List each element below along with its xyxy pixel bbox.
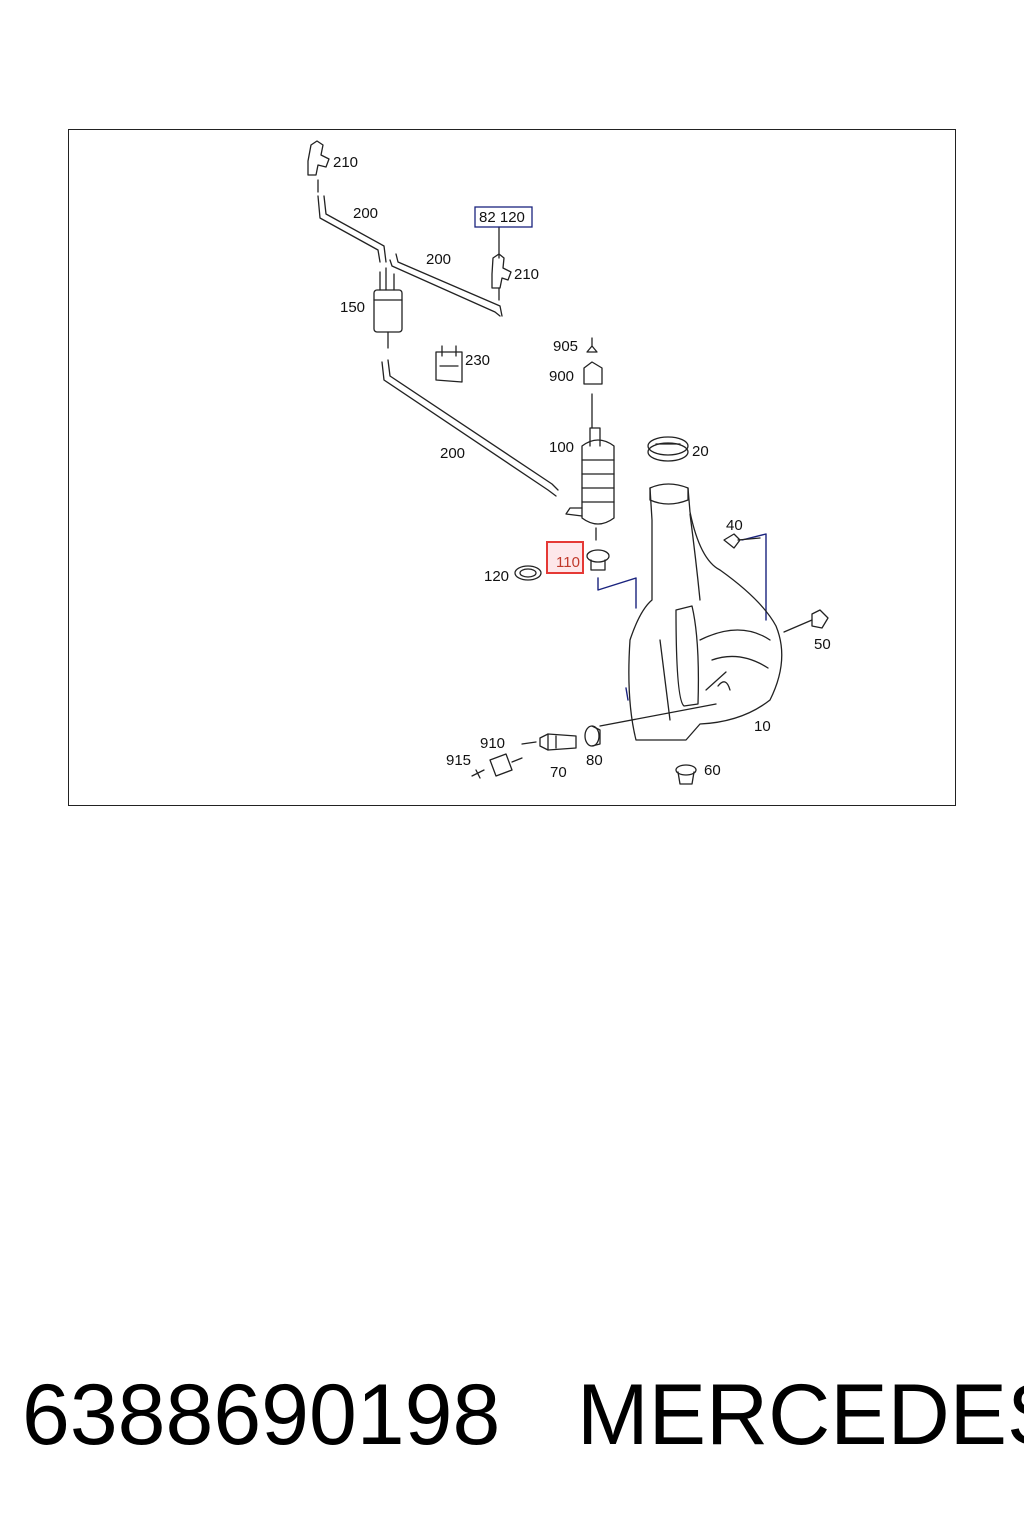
reservoir-cap-icon [647,436,689,462]
washer-hose [389,253,503,317]
callout-120: 120 [484,568,509,585]
level-sensor-icon [521,733,577,751]
washer-nozzle-icon [307,140,330,193]
terminal-pin-icon [586,337,598,353]
hose-clip-icon [435,345,463,383]
electrical-plug-icon [583,361,603,385]
callout-200: 200 [426,251,451,268]
bolt-icon [783,609,829,633]
wire-line [599,703,717,727]
callout-50: 50 [814,636,831,653]
callout-210: 210 [333,154,358,171]
parts-diagram: 210 200 82 120 200 210 150 230 905 900 1… [307,140,831,785]
terminal-pin-icon [471,769,485,779]
grommet-icon [586,549,610,571]
washer-nozzle-icon [491,253,512,301]
callout-20: 20 [692,443,709,460]
hose-connector-icon [373,267,403,349]
rubber-plug-icon [675,764,697,785]
callout-60: 60 [704,762,721,779]
grommet-icon [584,725,601,747]
callout-200: 200 [440,445,465,462]
callout-80: 80 [586,752,603,769]
callout-82-120: 82 120 [479,209,525,226]
reference-box [474,206,533,228]
seal-ring-icon [514,565,542,581]
washer-reservoir-icon [628,483,783,741]
diagram-frame [68,129,956,806]
callout-100: 100 [549,439,574,456]
callout-40: 40 [726,517,743,534]
part-caption: 6388690198 MERCEDES [22,1360,1024,1470]
brand-name: MERCEDES [577,1367,1024,1463]
reference-leader [597,533,767,701]
callout-200: 200 [353,205,378,222]
screw-icon [723,533,761,549]
callout-150: 150 [340,299,365,316]
callout-10: 10 [754,718,771,735]
washer-hose [381,359,559,497]
callout-110: 110 [556,554,580,571]
washer-hose [317,195,387,263]
callout-70: 70 [550,764,567,781]
part-number: 6388690198 [22,1367,501,1463]
callout-230: 230 [465,352,490,369]
callout-915: 915 [446,752,471,769]
callout-910: 910 [480,735,505,752]
callout-900: 900 [549,368,574,385]
electrical-plug-icon [489,753,523,777]
callout-905: 905 [553,338,578,355]
highlight-box [546,541,584,574]
washer-pump-icon [565,427,615,541]
callout-210: 210 [514,266,539,283]
